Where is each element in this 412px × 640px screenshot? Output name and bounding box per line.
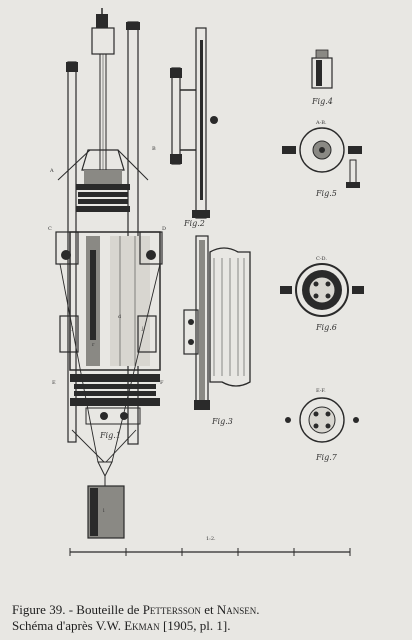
fig7-label: Fig.7 — [315, 453, 338, 462]
mark-CD: C-D. — [316, 256, 327, 262]
caption-source-suffix: [1905, pl. 1]. — [159, 618, 231, 633]
fig3-label: Fig.3 — [211, 417, 233, 426]
mark-d: d — [118, 314, 122, 320]
thermometer — [90, 250, 96, 340]
fig4-small-cylinder — [311, 49, 333, 89]
mark-j-right: j — [141, 326, 144, 332]
release-head — [91, 27, 115, 55]
mark-EF: E-F. — [316, 388, 326, 394]
mark-j-left: j — [71, 326, 74, 332]
caption-author-ekman: Ekman — [124, 618, 160, 633]
fig6-section-cd — [280, 263, 364, 317]
main-cylinder — [69, 231, 161, 371]
fig1-label: Fig.1 — [99, 431, 121, 440]
caption-author-pettersson: Pettersson — [142, 602, 201, 617]
fig5-label: Fig.5 — [315, 189, 337, 198]
mark-l: l — [103, 508, 105, 514]
valve-housing — [81, 149, 125, 171]
fig3-side-view — [183, 235, 251, 410]
release-cap — [96, 14, 108, 28]
caption-line-1: Figure 39. - Bouteille de Pettersson et … — [12, 602, 402, 618]
mark-E: E — [52, 380, 56, 386]
fig6-label: Fig.6 — [315, 323, 337, 332]
mark-r: r — [92, 342, 95, 348]
fig1-bottle-assembly — [55, 8, 163, 539]
mark-D: D — [162, 226, 166, 232]
scale-bar — [69, 548, 351, 556]
figure-caption: Figure 39. - Bouteille de Pettersson et … — [12, 602, 402, 634]
mark-F: F — [160, 380, 164, 386]
mark-C: C — [48, 226, 52, 232]
fig5-section-ab — [282, 127, 362, 188]
scale-ratio: 1:2. — [206, 536, 216, 542]
caption-source-prefix: Schéma d'après V.W. — [12, 618, 125, 633]
caption-period: . — [256, 602, 260, 617]
mark-AB: A-B. — [315, 120, 327, 126]
caption-line-2: Schéma d'après V.W. Ekman [1905, pl. 1]. — [12, 618, 402, 634]
caption-conjunction: et — [200, 602, 217, 617]
engraving-plate: A B C D E F j j d r l Fig.1 Fig.2 Fig.3 — [48, 8, 364, 556]
fig2-label: Fig.2 — [183, 219, 205, 228]
caption-author-nansen: Nansen — [216, 602, 257, 617]
fig2-side-rod — [170, 27, 218, 219]
fig7-section-ef — [285, 397, 359, 443]
mark-A: A — [49, 168, 54, 174]
mark-B: B — [152, 146, 156, 152]
caption-prefix: Figure 39. - Bouteille de — [12, 602, 143, 617]
fig4-label: Fig.4 — [311, 97, 333, 106]
